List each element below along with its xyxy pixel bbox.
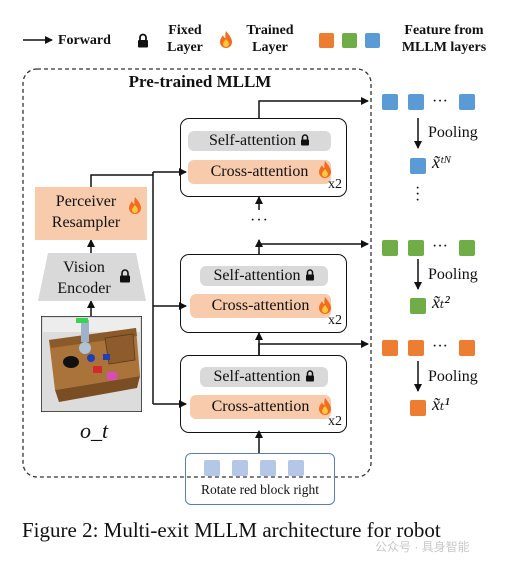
- feature-label-2: x̃ₜ²: [432, 292, 450, 312]
- repeat-2: x2: [328, 313, 342, 328]
- legend-trained-label: Trained Layer: [246, 23, 294, 55]
- flame-icon: [319, 398, 331, 415]
- feature-ellipsis-1: ···: [432, 338, 448, 355]
- repeat-n: x2: [328, 177, 342, 192]
- feature-token-2: [459, 240, 475, 256]
- cross-attention-n: Cross-attention: [188, 160, 331, 184]
- flame-icon: [319, 161, 331, 178]
- pooling-label-2: Pooling: [428, 266, 478, 283]
- instruction-token: [260, 460, 276, 476]
- flame-icon: [319, 297, 331, 314]
- lock-icon: [305, 368, 315, 382]
- layer-block-2: [180, 254, 347, 333]
- pooling-label-1: Pooling: [428, 368, 478, 385]
- lock-icon: [300, 132, 310, 146]
- instruction-box: [185, 453, 335, 505]
- vision-encoder-shape: [38, 253, 146, 301]
- mllm-boundary: [22, 68, 372, 478]
- feature-token-2: [408, 240, 424, 256]
- feature-ellipsis-n: ···: [432, 93, 448, 110]
- vision-encoder-label: Vision Encoder: [57, 259, 111, 297]
- perceiver-resampler: [35, 187, 147, 240]
- instruction-token: [232, 460, 248, 476]
- legend-orange-square: [319, 33, 334, 48]
- vertical-ellipsis: ···: [415, 180, 421, 209]
- instruction-text: Rotate red block right: [200, 482, 320, 497]
- perceiver-label: Perceiver Resampler: [51, 193, 121, 231]
- observation-label: o_t: [80, 418, 108, 444]
- lock-icon: [138, 33, 148, 48]
- instruction-token: [204, 460, 220, 476]
- cross-attention-2: Cross-attention: [190, 294, 331, 318]
- layers-ellipsis: ···: [250, 212, 269, 229]
- feature-label-1: x̃ₜ¹: [432, 394, 450, 414]
- feature-token-n: [459, 94, 475, 110]
- pooled-feature-2: [410, 298, 426, 314]
- figure-caption: Figure 2: Multi-exit MLLM architecture f…: [22, 518, 441, 542]
- self-attention-1-label: Self-attention: [213, 368, 301, 385]
- legend-feature-label: Feature from MLLM layers: [401, 23, 487, 55]
- layer-block-1: [180, 355, 347, 433]
- watermark: 公众号 · 具身智能: [375, 540, 470, 554]
- self-attention-2-label: Self-attention: [213, 267, 301, 284]
- feature-ellipsis-2: ···: [432, 238, 448, 255]
- cross-attention-n-label: Cross-attention: [210, 163, 309, 180]
- instruction-token: [288, 460, 304, 476]
- legend-forward-label: Forward: [58, 33, 111, 48]
- feature-token-1: [408, 340, 424, 356]
- flame-icon: [129, 197, 141, 214]
- layer-block-n: [180, 118, 347, 197]
- flame-icon: [220, 31, 232, 48]
- feature-label-n: x̃ᵗᴺ: [432, 152, 452, 172]
- pooled-feature-1: [410, 400, 426, 416]
- layerN-output-arrow: [258, 97, 369, 118]
- self-attention-n-label: Self-attention: [208, 132, 297, 149]
- cross-attention-2-label: Cross-attention: [211, 297, 310, 314]
- feature-token-n: [382, 94, 398, 110]
- robot-scene-image: [41, 316, 142, 412]
- cross-attention-1-label: Cross-attention: [211, 398, 310, 415]
- feature-token-1: [459, 340, 475, 356]
- pooling-label-n: Pooling: [428, 124, 478, 141]
- cross-attention-1: Cross-attention: [190, 395, 331, 419]
- observation-text: o_t: [80, 418, 109, 443]
- layer1-output-arrow: [258, 340, 369, 355]
- legend-green-square: [342, 33, 357, 48]
- legend-blue-square: [365, 33, 380, 48]
- feature-token-2: [382, 240, 398, 256]
- feature-token-n: [408, 94, 424, 110]
- self-attention-1: Self-attention: [200, 367, 328, 387]
- pooled-feature-n: [410, 158, 426, 174]
- lock-icon: [305, 267, 315, 281]
- legend-fixed-label: Fixed Layer: [167, 23, 203, 55]
- feature-token-1: [382, 340, 398, 356]
- mllm-title: Pre-trained MLLM: [128, 72, 272, 91]
- lock-icon: [120, 269, 130, 283]
- repeat-1: x2: [328, 414, 342, 429]
- self-attention-n: Self-attention: [188, 131, 331, 151]
- perceiver-to-bus-line: [90, 174, 153, 187]
- self-attention-2: Self-attention: [200, 266, 328, 286]
